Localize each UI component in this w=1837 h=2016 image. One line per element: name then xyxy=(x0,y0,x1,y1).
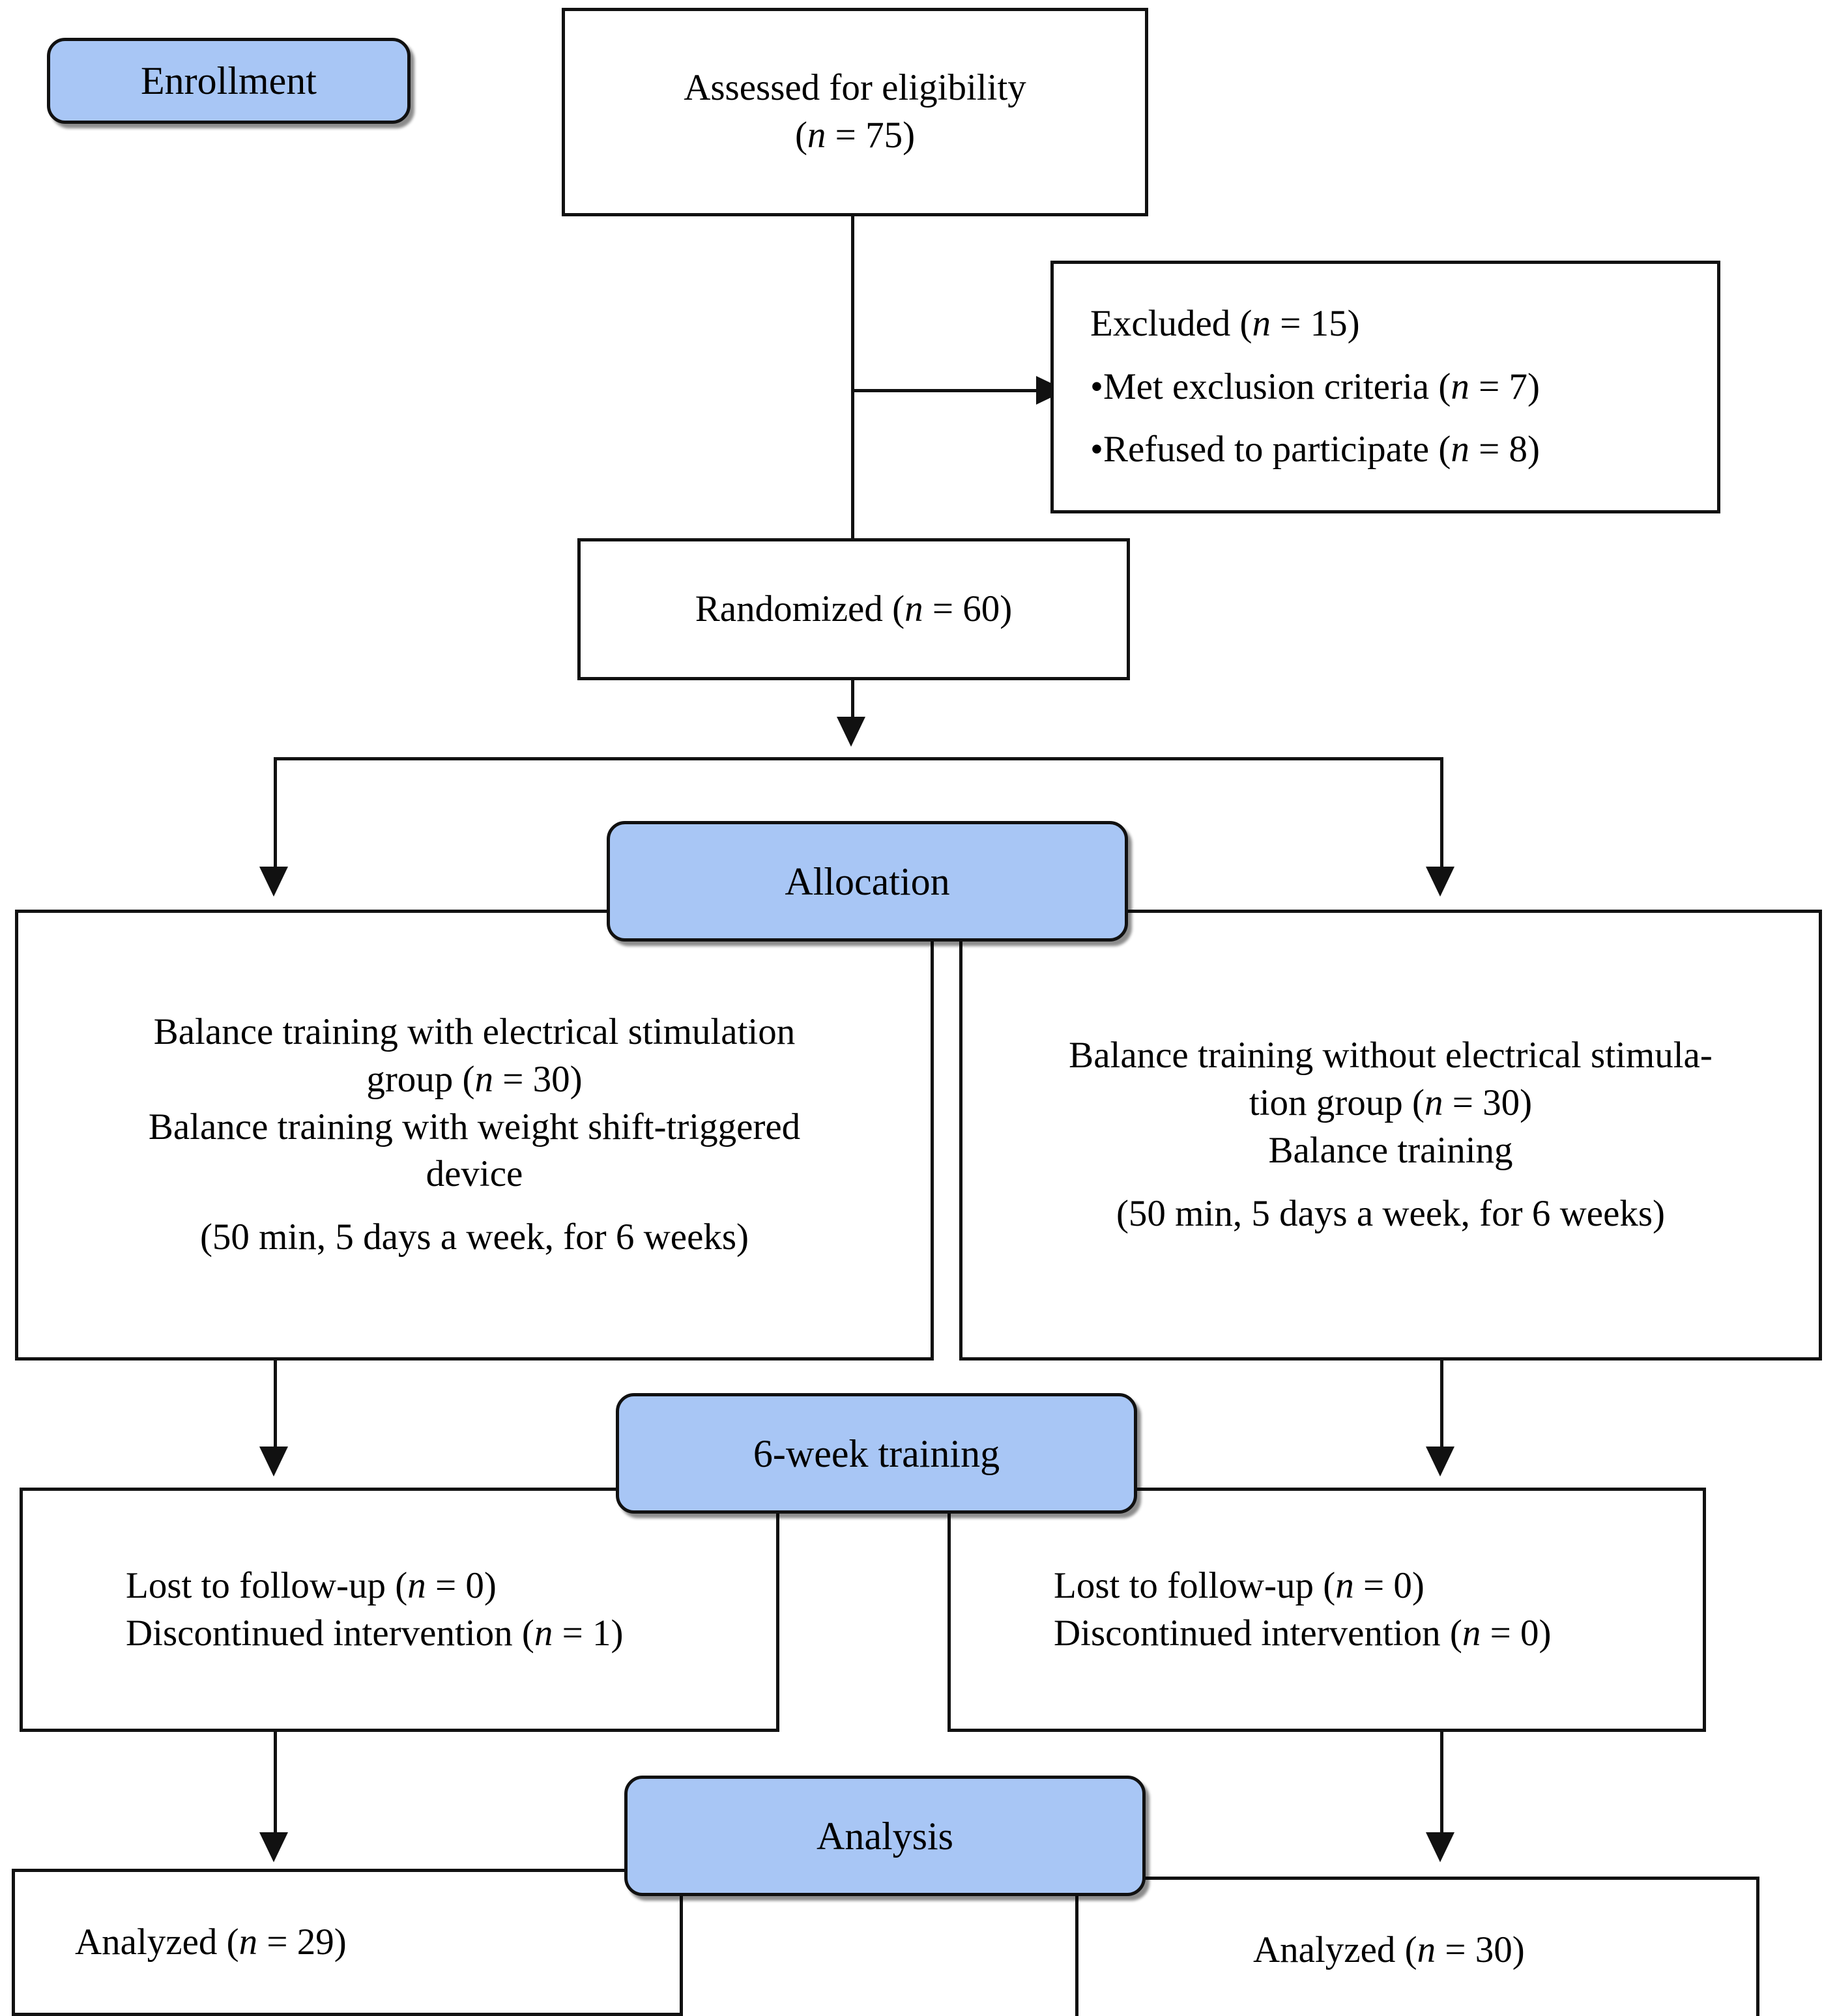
excluded-heading-value: = 15) xyxy=(1270,302,1360,344)
followup-right-lost-prefix: Lost to follow-up ( xyxy=(1054,1564,1336,1606)
alloc-left-n-value: = 30) xyxy=(493,1058,583,1100)
followup-left-line-2: Discontinued intervention (n = 1) xyxy=(126,1610,624,1658)
node-followup-control: Lost to follow-up (n = 0) Discontinued i… xyxy=(947,1488,1706,1732)
alloc-right-n-value: = 30) xyxy=(1443,1082,1533,1124)
excluded-heading-prefix: Excluded ( xyxy=(1090,302,1252,344)
arrowhead-randomized-down xyxy=(837,717,865,747)
alloc-left-line-2: group (n = 30) xyxy=(366,1056,582,1104)
node-excluded: Excluded (n = 15) •Met exclusion criteri… xyxy=(1050,261,1720,513)
randomized-n-symbol: n xyxy=(904,588,923,629)
followup-right-disc-value: = 0) xyxy=(1481,1612,1552,1654)
followup-right-line-1: Lost to follow-up (n = 0) xyxy=(1054,1562,1425,1610)
excluded-bullet-1-n: n xyxy=(1451,366,1469,407)
connector-split-left-down xyxy=(274,757,277,869)
stage-label-analysis: Analysis xyxy=(817,1814,953,1858)
connector-followup-right-to-analyzed xyxy=(1440,1732,1443,1837)
excluded-heading: Excluded (n = 15) xyxy=(1090,300,1360,348)
node-randomized: Randomized (n = 60) xyxy=(577,538,1130,680)
arrowhead-alloc-left xyxy=(259,867,288,897)
analyzed-left-n-value: = 29) xyxy=(257,1921,347,1963)
node-analyzed-control: Analyzed (n = 30) xyxy=(1075,1877,1759,2016)
excluded-bullet-2-n: n xyxy=(1451,429,1469,470)
excluded-bullet-1-value: = 7) xyxy=(1469,366,1540,407)
assessed-line-1: Assessed for eligibility xyxy=(684,67,1026,109)
randomized-prefix: Randomized ( xyxy=(695,588,905,629)
analyzed-left-prefix: Analyzed ( xyxy=(75,1921,239,1963)
alloc-left-line-1: Balance training with electrical stimula… xyxy=(153,1011,796,1052)
followup-left-lost-prefix: Lost to follow-up ( xyxy=(126,1564,408,1606)
excluded-bullet-2-prefix: •Refused to participate ( xyxy=(1090,429,1451,470)
alloc-left-group-prefix: group ( xyxy=(366,1058,475,1100)
followup-left-lost-n: n xyxy=(407,1564,426,1606)
randomized-label: Randomized (n = 60) xyxy=(695,586,1012,633)
arrowhead-followup-left xyxy=(259,1447,288,1476)
stage-badge-analysis: Analysis xyxy=(624,1776,1146,1896)
excluded-bullet-2: •Refused to participate (n = 8) xyxy=(1090,426,1540,474)
stage-label-enrollment: Enrollment xyxy=(141,59,317,102)
assessed-n-symbol: n xyxy=(807,115,826,156)
followup-left-disc-n: n xyxy=(534,1612,553,1654)
alloc-right-line-1: Balance training without electrical stim… xyxy=(1069,1035,1713,1076)
followup-left-disc-value: = 1) xyxy=(553,1612,624,1654)
followup-left-line-1: Lost to follow-up (n = 0) xyxy=(126,1562,497,1610)
alloc-left-n-symbol: n xyxy=(474,1058,494,1100)
analyzed-left-label: Analyzed (n = 29) xyxy=(75,1919,347,1966)
stage-label-allocation: Allocation xyxy=(785,859,950,903)
arrowhead-analyzed-left xyxy=(259,1832,288,1862)
arrowhead-analyzed-right xyxy=(1426,1832,1454,1862)
connector-assessed-to-randomized xyxy=(851,215,854,541)
node-allocation-intervention-group: Balance training with electrical stimula… xyxy=(15,910,934,1361)
followup-right-lost-n: n xyxy=(1335,1564,1354,1606)
alloc-left-line-4: device xyxy=(426,1153,523,1195)
connector-allocation-split-bar xyxy=(274,757,1443,760)
arrowhead-followup-right xyxy=(1426,1447,1454,1476)
node-allocation-control-group: Balance training without electrical stim… xyxy=(959,910,1822,1361)
assessed-line-2: (n = 75) xyxy=(795,112,915,160)
stage-badge-allocation: Allocation xyxy=(607,821,1128,942)
connector-randomized-to-split xyxy=(851,680,854,721)
alloc-right-line-3: Balance training xyxy=(1268,1130,1513,1171)
node-assessed-for-eligibility: Assessed for eligibility (n = 75) xyxy=(562,8,1148,216)
connector-alloc-right-to-followup xyxy=(1440,1360,1443,1450)
connector-assessed-to-excluded xyxy=(851,389,1040,392)
assessed-n-value: = 75) xyxy=(826,115,916,156)
analyzed-right-n-symbol: n xyxy=(1417,1929,1436,1970)
analyzed-left-n-symbol: n xyxy=(239,1921,258,1963)
alloc-left-line-5: (50 min, 5 days a week, for 6 weeks) xyxy=(199,1217,749,1258)
stage-badge-enrollment: Enrollment xyxy=(47,38,411,124)
followup-right-disc-prefix: Discontinued intervention ( xyxy=(1054,1612,1462,1654)
node-followup-intervention: Lost to follow-up (n = 0) Discontinued i… xyxy=(20,1488,779,1732)
followup-left-disc-prefix: Discontinued intervention ( xyxy=(126,1612,534,1654)
alloc-right-group-prefix: tion group ( xyxy=(1249,1082,1425,1124)
excluded-heading-n: n xyxy=(1252,302,1271,344)
excluded-bullet-1: •Met exclusion criteria (n = 7) xyxy=(1090,364,1540,411)
followup-left-lost-value: = 0) xyxy=(426,1564,497,1606)
connector-followup-left-to-analyzed xyxy=(274,1732,277,1837)
analyzed-right-prefix: Analyzed ( xyxy=(1253,1929,1417,1970)
node-analyzed-intervention: Analyzed (n = 29) xyxy=(12,1869,683,2016)
followup-right-disc-n: n xyxy=(1462,1612,1481,1654)
assessed-paren-open: ( xyxy=(794,115,807,156)
followup-right-line-2: Discontinued intervention (n = 0) xyxy=(1054,1610,1552,1658)
stage-label-training: 6-week training xyxy=(753,1432,1000,1475)
alloc-right-line-4: (50 min, 5 days a week, for 6 weeks) xyxy=(1116,1192,1666,1234)
alloc-right-line-2: tion group (n = 30) xyxy=(1249,1080,1532,1127)
arrowhead-alloc-right xyxy=(1426,867,1454,897)
excluded-bullet-2-value: = 8) xyxy=(1469,429,1540,470)
analyzed-right-label: Analyzed (n = 30) xyxy=(1253,1927,1525,1974)
connector-alloc-left-to-followup xyxy=(274,1360,277,1450)
analyzed-right-n-value: = 30) xyxy=(1436,1929,1525,1970)
alloc-left-line-3: Balance training with weight shift-trigg… xyxy=(148,1106,801,1147)
followup-right-lost-value: = 0) xyxy=(1353,1564,1425,1606)
connector-split-right-down xyxy=(1440,757,1443,869)
alloc-right-n-symbol: n xyxy=(1425,1082,1443,1124)
excluded-bullet-1-prefix: •Met exclusion criteria ( xyxy=(1090,366,1451,407)
randomized-n-value: = 60) xyxy=(923,588,1013,629)
stage-badge-training: 6-week training xyxy=(616,1393,1137,1514)
